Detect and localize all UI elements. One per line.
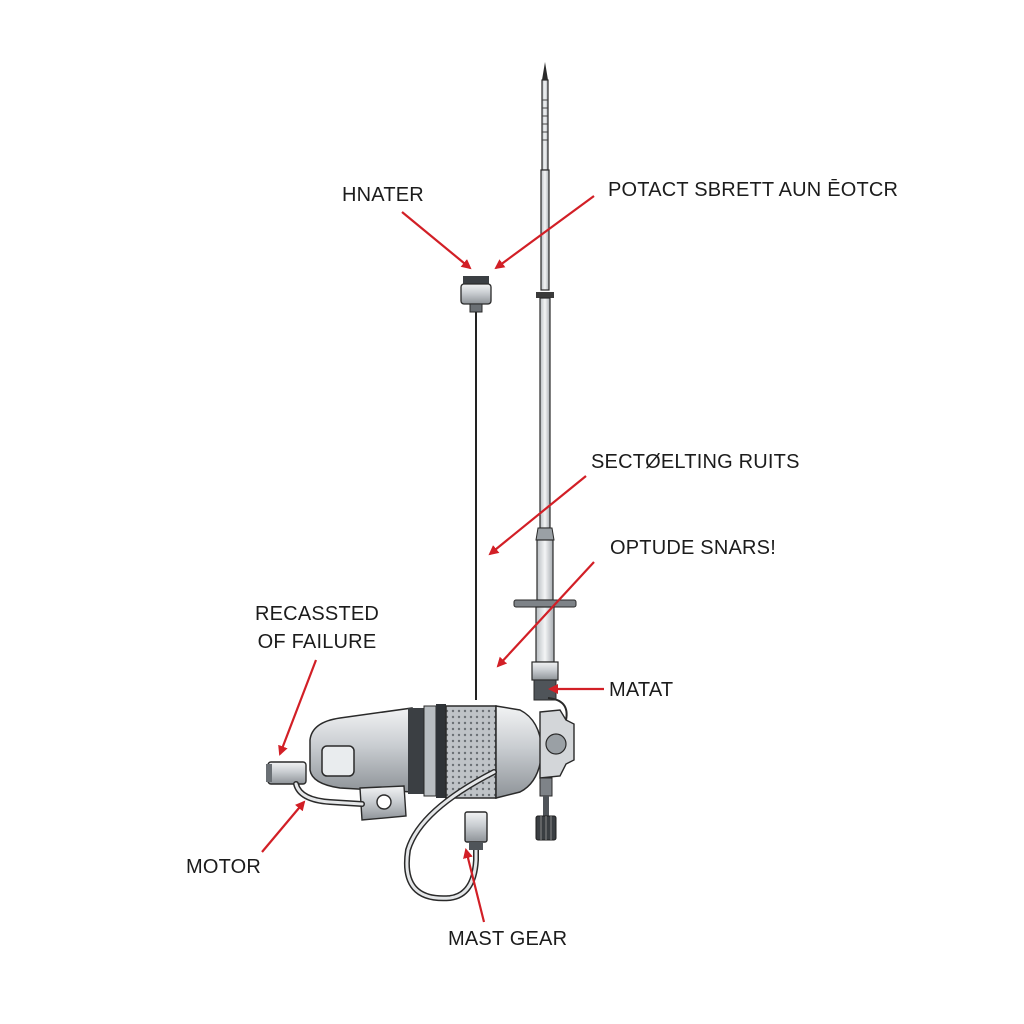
- label-mast-gear: MAST GEAR: [448, 928, 568, 950]
- motor-body-icon: [266, 704, 543, 821]
- label-sectoelting: SECTØELTING RUITS: [591, 451, 800, 473]
- sensor-cap-icon: [460, 276, 492, 700]
- label-recassted-line1: RECASSTED: [255, 603, 380, 625]
- label-recassted-line2: OF FAILURE: [257, 631, 377, 653]
- arrow-recassted: [278, 659, 318, 756]
- arrow-motor: [261, 800, 306, 853]
- pointer-arrows: [261, 195, 604, 923]
- cable-icon: [293, 769, 497, 902]
- label-motor: MOTOR: [186, 856, 262, 878]
- label-potact: POTACT SBRETT AUN ĒOTCR: [608, 179, 899, 201]
- arrow-potact: [494, 195, 595, 270]
- gear-icon: [535, 697, 575, 841]
- label-recassted: RECASSTED OF FAILURE: [255, 602, 379, 654]
- arrow-optude: [496, 561, 595, 668]
- label-hnater: HNATER: [342, 184, 424, 206]
- arrow-sectoelting: [488, 475, 587, 556]
- arrow-mast-gear: [463, 848, 486, 923]
- label-matat: MATAT: [609, 679, 674, 701]
- antenna-mast-icon: [513, 62, 577, 701]
- label-optude: OPTUDE SNARS!: [610, 537, 776, 559]
- arrow-hnater-1: [401, 211, 472, 270]
